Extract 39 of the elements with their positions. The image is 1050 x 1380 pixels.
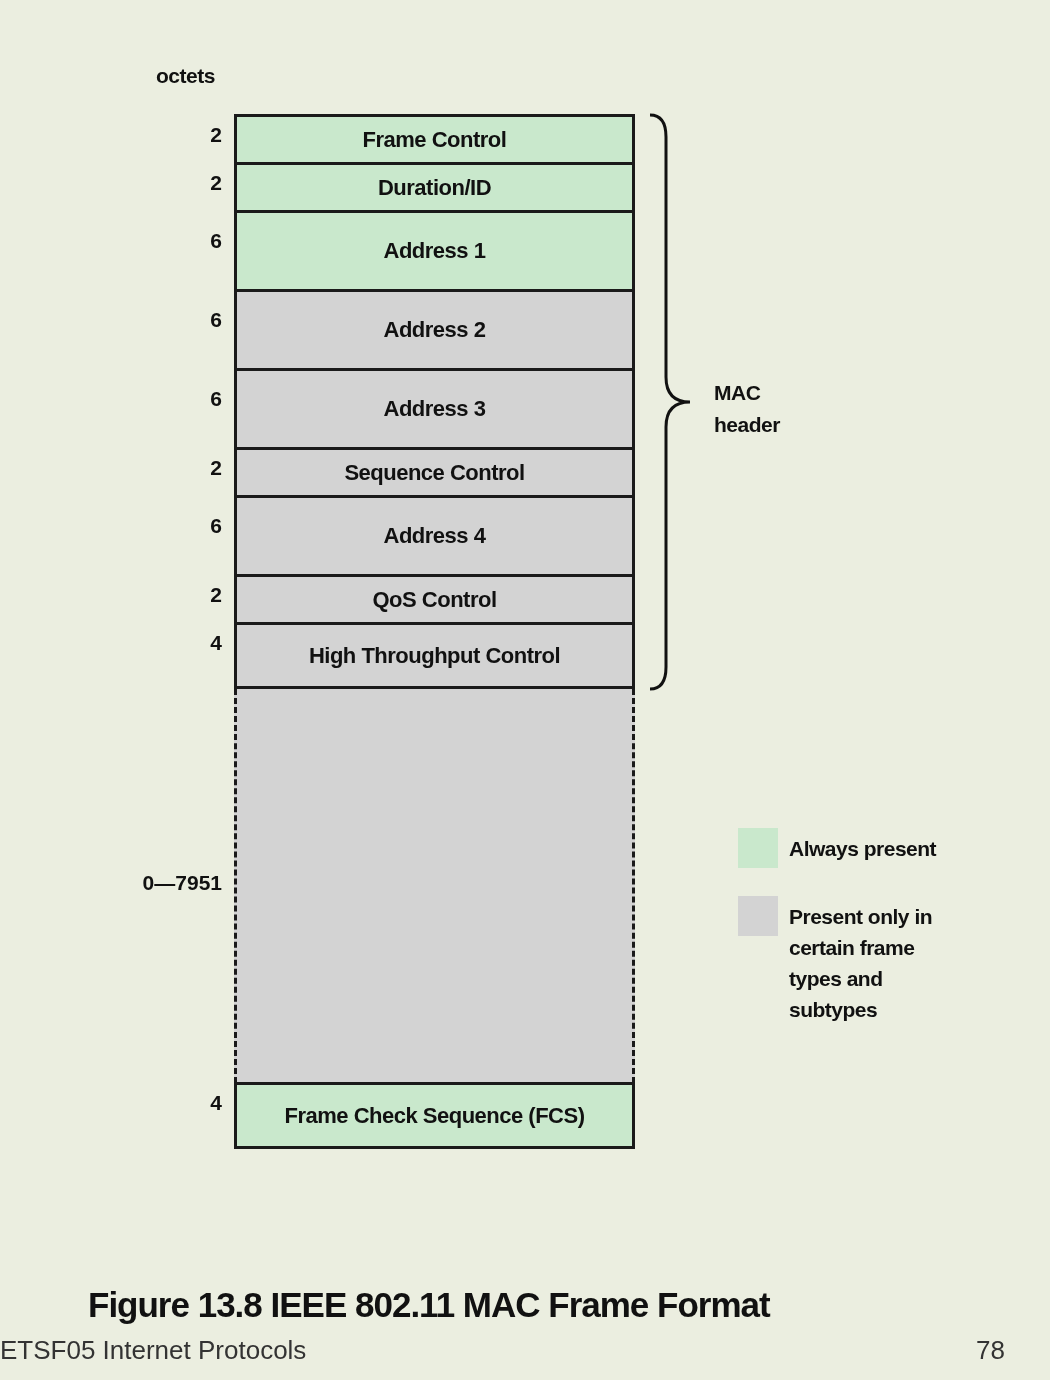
field-label: Frame Check Sequence (FCS) xyxy=(284,1102,585,1129)
octet-count: 2 xyxy=(210,583,222,607)
octet-count: 2 xyxy=(210,171,222,195)
field-box xyxy=(234,622,635,689)
field-label: Address 3 xyxy=(383,396,486,422)
octet-count: 4 xyxy=(210,631,222,655)
octet-count: 6 xyxy=(210,229,222,253)
footer-text: ETSF05 Internet Protocols xyxy=(0,1335,307,1366)
octet-count: 6 xyxy=(210,387,222,411)
octet-count: 2 xyxy=(210,456,222,480)
field-box xyxy=(234,1082,635,1149)
field-label: High Throughput Control xyxy=(308,642,561,669)
field-box xyxy=(234,447,635,498)
axis-label: octets xyxy=(156,64,215,88)
octet-count: 6 xyxy=(210,308,222,332)
field-box xyxy=(234,689,635,1083)
field-label: Duration/ID xyxy=(377,174,492,201)
field-box xyxy=(234,495,635,577)
page-number: 78 xyxy=(976,1335,1005,1366)
field-label: Sequence Control xyxy=(344,459,525,486)
field-box xyxy=(234,368,635,450)
octet-count: 2 xyxy=(210,123,222,147)
legend-text: Always present xyxy=(789,836,938,862)
field-box xyxy=(234,574,635,625)
bracket-label: MAC header xyxy=(714,380,781,438)
field-box xyxy=(234,210,635,292)
field-label: Address 1 xyxy=(383,238,486,264)
field-label: Frame Control xyxy=(362,126,507,153)
octet-count: 4 xyxy=(210,1091,222,1115)
field-box xyxy=(234,289,635,371)
field-box xyxy=(234,114,635,165)
legend-text: Present only in certain frame types and subtypes xyxy=(789,904,934,1023)
field-label: Address 2 xyxy=(383,317,486,343)
field-label: QoS Control xyxy=(372,586,497,613)
octet-count: 6 xyxy=(210,514,222,538)
figure-caption: Figure 13.8 IEEE 802.11 MAC Frame Format xyxy=(88,1285,770,1325)
field-label: Address 4 xyxy=(383,523,486,549)
octet-count: 0—7951 xyxy=(142,871,222,895)
field-box xyxy=(234,162,635,213)
